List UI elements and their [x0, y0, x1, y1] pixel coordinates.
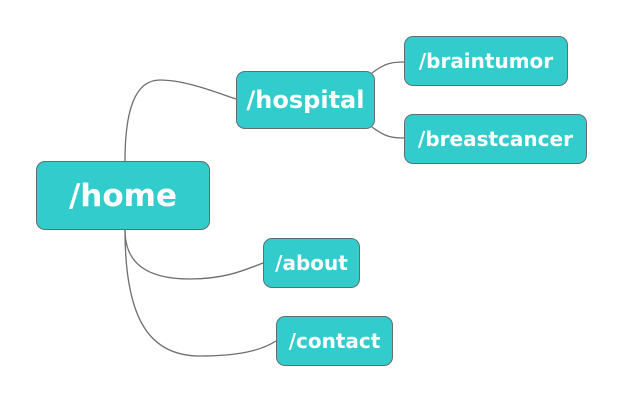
node-hospital[interactable]: /hospital	[236, 71, 375, 129]
node-home[interactable]: /home	[36, 161, 210, 230]
connector-home-hospital	[124, 79, 237, 162]
connector-hospital-braintumor	[371, 61, 405, 74]
node-breastcancer[interactable]: /breastcancer	[404, 114, 587, 164]
connector-hospital-breastcancer	[371, 126, 405, 139]
connector-home-contact	[124, 229, 277, 357]
node-about[interactable]: /about	[263, 238, 360, 288]
node-braintumor[interactable]: /braintumor	[404, 36, 568, 86]
node-contact[interactable]: /contact	[276, 316, 393, 366]
connector-home-about	[124, 229, 264, 280]
